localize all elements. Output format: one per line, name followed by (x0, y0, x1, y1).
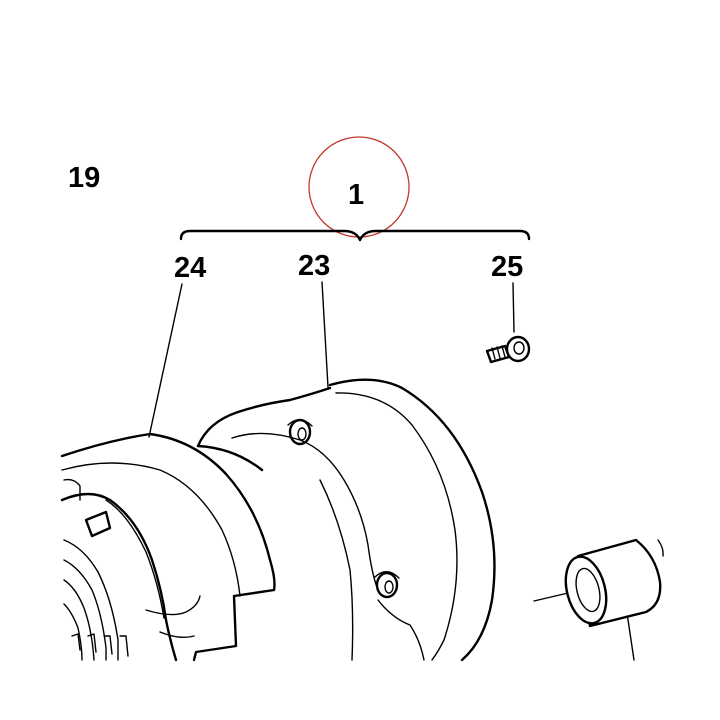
gear-ring-part-24 (60, 432, 276, 662)
bushing-part (564, 538, 664, 628)
part-number-label-24: 24 (174, 252, 207, 284)
leader-line-24 (148, 283, 183, 438)
screw-part-25 (485, 335, 531, 364)
leader-line-bushing-lower (626, 612, 635, 661)
part-number-label-25: 25 (491, 251, 524, 283)
figure-number-label: 19 (68, 162, 101, 194)
housing-part-23 (196, 378, 496, 662)
part-number-label-23: 23 (298, 250, 331, 282)
leader-line-25 (512, 282, 515, 333)
leader-line-23 (321, 281, 329, 388)
assembly-number-label: 1 (348, 179, 365, 211)
leader-line-bushing (533, 592, 569, 602)
assembly-brace (179, 229, 531, 242)
